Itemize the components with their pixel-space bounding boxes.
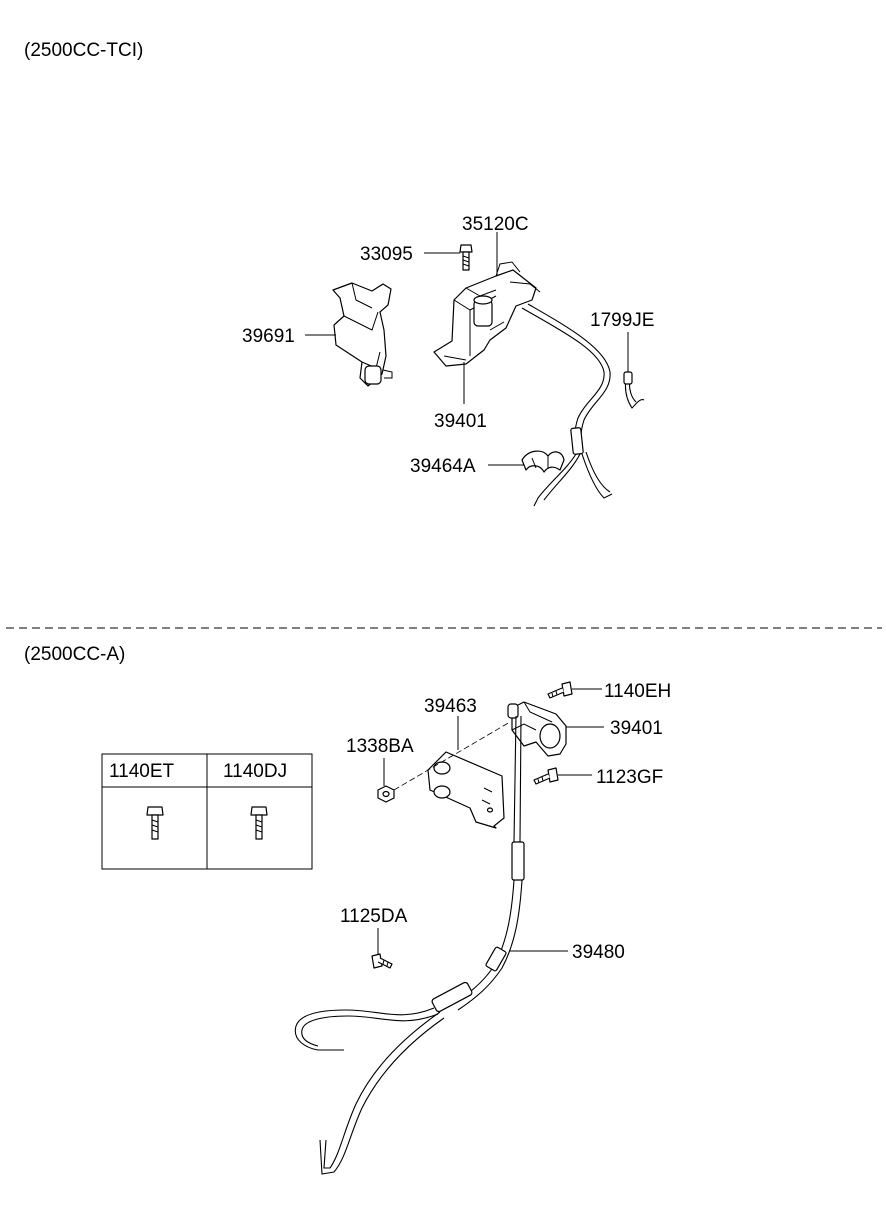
label-39401-tci: 39401 <box>434 411 487 432</box>
nut-1338BA-drawing <box>377 785 395 803</box>
bolt-1123GF-drawing <box>533 767 559 785</box>
bolt-table: 1140ET 1140DJ <box>101 753 313 870</box>
bolt-1140ET-drawing <box>146 806 164 840</box>
label-39464A: 39464A <box>410 456 476 477</box>
cable-39480-drawing <box>294 715 525 1175</box>
valve-39401-a-drawing <box>507 701 567 757</box>
valve-assembly-39401-drawing <box>433 261 541 367</box>
label-1125DA: 1125DA <box>340 906 408 927</box>
table-header-1140DJ: 1140DJ <box>223 761 287 782</box>
vacuum-hose-drawing <box>521 303 613 507</box>
label-35120C: 35120C <box>462 214 529 235</box>
label-1799JE: 1799JE <box>590 310 654 331</box>
label-1123GF: 1123GF <box>596 767 663 788</box>
label-39463: 39463 <box>424 696 477 717</box>
assembly-line <box>393 721 511 791</box>
bracket-39463-drawing <box>427 751 505 829</box>
bolt-1125DA-drawing <box>371 953 393 969</box>
bolt-1140DJ-drawing <box>250 806 268 840</box>
table-header-1140ET: 1140ET <box>109 761 175 782</box>
label-33095: 33095 <box>360 244 413 265</box>
label-39480: 39480 <box>572 942 625 963</box>
label-39401-a: 39401 <box>610 718 663 739</box>
clip-39464A-drawing <box>521 450 565 473</box>
section-title-tci: (2500CC-TCI) <box>24 40 143 61</box>
label-1140EH: 1140EH <box>604 681 671 702</box>
section-title-a: (2500CC-A) <box>24 644 125 665</box>
part-1799JE-drawing <box>623 371 645 409</box>
label-1338BA: 1338BA <box>346 736 414 757</box>
bolt-1140EH-drawing <box>547 681 573 699</box>
bolt-33095-drawing <box>459 244 473 271</box>
label-39691: 39691 <box>242 326 295 347</box>
bracket-39691-drawing <box>332 282 393 387</box>
